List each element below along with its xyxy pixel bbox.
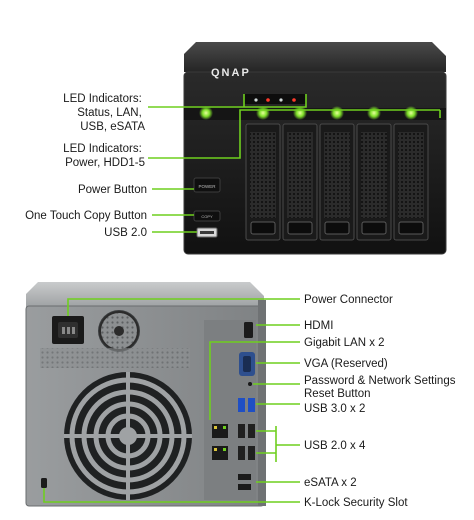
led-power-label-line1: LED Indicators: — [63, 143, 142, 155]
usb3-label: USB 3.0 x 2 — [304, 403, 365, 415]
power-button[interactable] — [193, 177, 221, 193]
usb3-port-2[interactable] — [248, 398, 255, 412]
k-lock-label: K-Lock Security Slot — [304, 497, 408, 509]
usb2-port-2[interactable] — [248, 424, 255, 438]
k-lock-slot[interactable] — [41, 478, 47, 488]
usb-led — [279, 98, 283, 102]
usb2-front-label: USB 2.0 — [104, 227, 147, 239]
esata-port-1[interactable] — [238, 474, 251, 480]
drive-bay-2[interactable] — [282, 123, 318, 241]
drive-bay-5[interactable] — [393, 123, 429, 241]
usb3-port-1[interactable] — [238, 398, 245, 412]
esata-led — [292, 98, 296, 102]
one-touch-copy-label: One Touch Copy Button — [25, 210, 147, 222]
drive-bays — [245, 123, 429, 241]
status-led-panel — [244, 94, 306, 104]
front-labels: LED Indicators: Status, LAN, USB, eSATA … — [25, 93, 147, 239]
led-power-label-line2: Power, HDD1-5 — [65, 157, 145, 169]
reset-label-line2: Reset Button — [304, 388, 370, 400]
lan-port-2[interactable] — [212, 446, 228, 460]
qnap-logo: QNAP — [211, 67, 251, 79]
drive-bay-4[interactable] — [356, 123, 392, 241]
usb2-port-4[interactable] — [248, 446, 255, 460]
hdmi-port[interactable] — [244, 322, 253, 338]
main-fan — [64, 372, 192, 500]
drive-bay-3[interactable] — [319, 123, 355, 241]
vga-port[interactable] — [239, 352, 255, 376]
hdmi-label: HDMI — [304, 320, 333, 332]
lan-port-1[interactable] — [212, 424, 228, 438]
gigabit-lan-label: Gigabit LAN x 2 — [304, 337, 385, 349]
usb2-rear-label: USB 2.0 x 4 — [304, 440, 366, 452]
reset-button[interactable] — [248, 382, 252, 386]
svg-text:LED Indicators: Status,: LED Indicators: Status, LAN, USB, eSATA — [63, 93, 145, 133]
front-leader-lines — [148, 94, 441, 233]
led-status-label-line3: USB, eSATA — [80, 121, 145, 133]
esata-port-2[interactable] — [238, 484, 251, 490]
one-touch-copy-button[interactable] — [193, 210, 221, 222]
led-status-label-line1: LED Indicators: — [63, 93, 142, 105]
lan-led — [266, 98, 270, 102]
rear-labels: Power Connector HDMI Gigabit LAN x 2 VGA… — [304, 294, 459, 509]
esata-label: eSATA x 2 — [304, 477, 357, 489]
svg-text:LED Indicators: Power, H: LED Indicators: Power, HDD1-5 — [63, 143, 145, 169]
drive-bay-1[interactable] — [245, 123, 281, 241]
status-led — [254, 98, 258, 102]
power-connector-label: Power Connector — [304, 294, 393, 306]
power-button-text: POWER — [198, 184, 216, 189]
rear-nas-unit — [25, 282, 266, 507]
usb2-port-3[interactable] — [238, 446, 245, 460]
usb2-port-1[interactable] — [238, 424, 245, 438]
reset-label-line1: Password & Network Settings — [304, 375, 456, 387]
rear-leader-lines — [43, 298, 300, 503]
led-status-label-line2: Status, LAN, — [77, 107, 142, 119]
front-nas-unit: QNAP POWER COPY — [183, 42, 447, 255]
small-fan — [98, 310, 140, 352]
svg-text:Password & Network Settings: Password & Network Settings Reset Button — [304, 375, 459, 400]
copy-button-text: COPY — [201, 214, 213, 219]
vga-label: VGA (Reserved) — [304, 358, 388, 370]
power-connector[interactable] — [52, 316, 84, 344]
power-button-label: Power Button — [78, 184, 147, 196]
